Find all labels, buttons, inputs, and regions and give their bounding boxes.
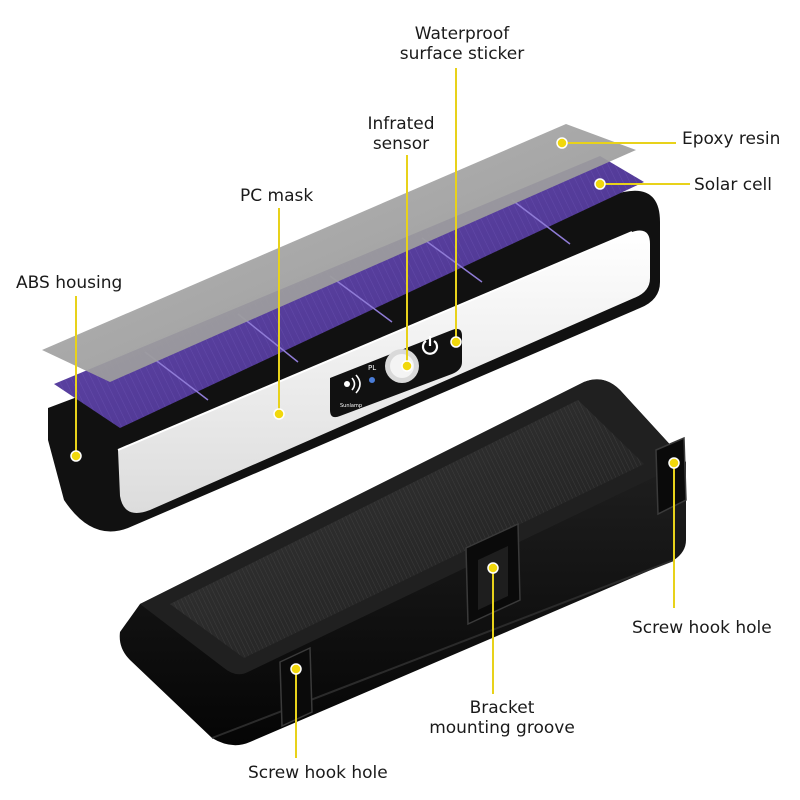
callout-dots	[70, 137, 680, 675]
label-bracket-groove: Bracket mounting groove	[414, 698, 590, 738]
screw-hook-hole-right	[655, 436, 687, 516]
label-screw-hook-hole-right: Screw hook hole	[632, 618, 772, 638]
label-epoxy-resin: Epoxy resin	[682, 129, 781, 149]
label-screw-hook-hole-bottom: Screw hook hole	[248, 763, 388, 783]
label-waterproof-line1: Waterproof	[414, 24, 510, 44]
sound-wave-icon	[344, 374, 361, 394]
label-pc-mask: PC mask	[240, 186, 314, 206]
label-solar-cell: Solar cell	[694, 175, 772, 195]
solar-cell	[54, 156, 644, 428]
label-sensor-line2: sensor	[372, 134, 430, 154]
label-bracket-line2: mounting groove	[429, 718, 575, 738]
indicator-led	[369, 377, 375, 383]
callout-lines	[75, 68, 690, 758]
mounting-box	[119, 379, 686, 746]
power-icon	[421, 336, 439, 355]
label-waterproof-line2: surface sticker	[399, 44, 525, 64]
label-sensor-line1: Infrated	[367, 114, 435, 134]
epoxy-resin	[42, 124, 636, 382]
label-bracket-line1: Bracket	[469, 698, 535, 718]
pl-label: PL	[368, 364, 376, 372]
label-waterproof-sticker: Waterproof surface sticker	[382, 24, 542, 64]
brand-text: Sunlamp	[340, 403, 362, 409]
label-abs-housing: ABS housing	[16, 273, 123, 293]
label-infrared-sensor: Infrated sensor	[346, 114, 456, 154]
